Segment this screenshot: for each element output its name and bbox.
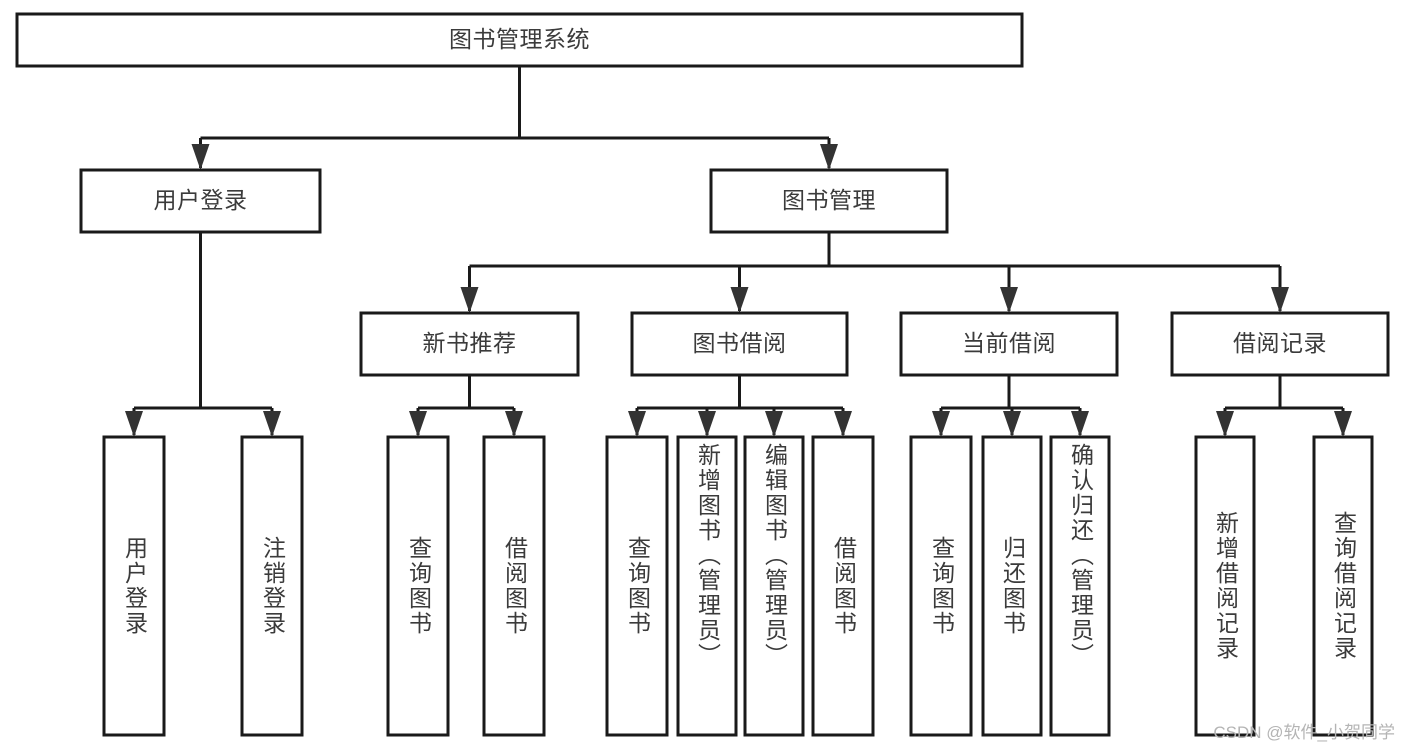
arrow-head-icon-leaf-add-book-admin [698,411,716,437]
arrow-head-icon-borrow-records [1271,287,1289,313]
node-box-leaf-logout[interactable] [240,435,304,737]
arrow-head-icon-leaf-query-borrow-record [1334,411,1352,437]
node-box-user-login[interactable] [79,168,322,234]
node-box-book-borrow[interactable] [630,311,849,377]
arrow-head-icon-leaf-return-book [1003,411,1021,437]
node-box-leaf-query-book-borrow[interactable] [605,435,669,737]
node-box-leaf-add-borrow-record[interactable] [1194,435,1256,737]
node-box-leaf-return-book[interactable] [981,435,1043,737]
node-box-new-book-recommend[interactable] [359,311,580,377]
arrow-head-icon-leaf-user-login [125,411,143,437]
node-rectangles-group [15,12,1390,737]
node-box-leaf-borrow-book[interactable] [811,435,875,737]
node-box-leaf-edit-book-admin[interactable] [743,435,805,737]
arrow-head-icon-leaf-edit-book-admin [765,411,783,437]
node-box-leaf-borrow-book-recommend[interactable] [482,435,546,737]
node-box-root[interactable] [15,12,1024,68]
arrow-head-icon-book-borrow [730,287,749,313]
arrow-head-icon-user-login [191,144,210,170]
node-box-leaf-user-login[interactable] [102,435,166,737]
node-box-leaf-query-book-recommend[interactable] [386,435,450,737]
watermark-text: CSDN @软件_小贺同学 [1213,723,1395,742]
arrow-head-icon-leaf-borrow-book-recommend [505,411,523,437]
node-box-borrow-records[interactable] [1170,311,1390,377]
arrow-head-icon-current-borrow [1000,287,1018,313]
node-box-leaf-confirm-return-admin[interactable] [1049,435,1111,737]
arrow-head-icon-leaf-query-book-recommend [409,411,427,437]
arrow-head-icon-leaf-query-book-borrow [628,411,646,437]
arrow-head-icon-leaf-add-borrow-record [1216,411,1234,437]
node-box-leaf-query-borrow-record[interactable] [1312,435,1374,737]
node-box-leaf-add-book-admin[interactable] [676,435,738,737]
arrow-head-icon-book-management [820,144,838,170]
connectors-group [125,66,1352,437]
node-box-current-borrow[interactable] [899,311,1119,377]
arrow-head-icon-leaf-confirm-return-admin [1071,411,1089,437]
arrow-head-icon-leaf-logout [263,411,281,437]
arrow-head-icon-new-book-recommend [460,287,479,313]
node-box-leaf-query-book-current[interactable] [909,435,973,737]
node-box-book-management[interactable] [709,168,949,234]
arrow-head-icon-leaf-query-book-current [932,411,950,437]
arrow-head-icon-leaf-borrow-book [834,411,852,437]
